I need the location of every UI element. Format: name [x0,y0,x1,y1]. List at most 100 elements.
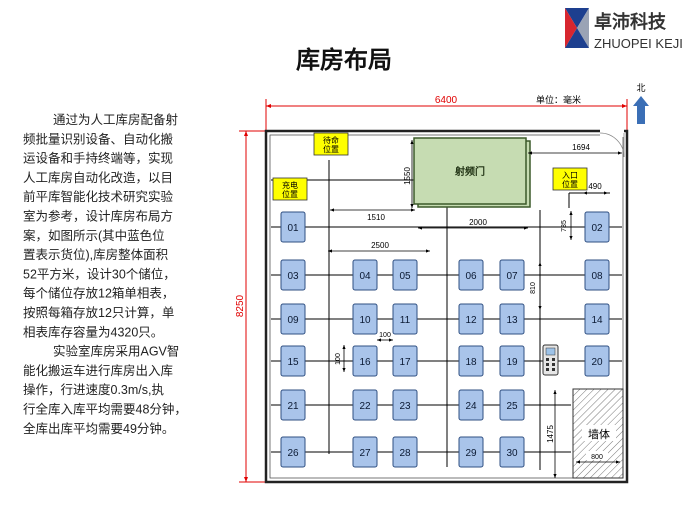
storage-slot-id: 15 [287,357,299,368]
logo-mark-top [565,8,589,28]
storage-slot-box [458,345,484,377]
door-gap [600,128,624,137]
storage-slot: 01 [280,211,306,243]
storage-slot-box [280,211,306,243]
storage-slot: 17 [392,345,418,377]
storage-slot: 02 [584,211,610,243]
storage-slot-box [584,211,610,243]
logo-mark-bottom [565,28,589,48]
storage-slot-box [499,303,525,335]
storage-slot-id: 02 [591,223,603,234]
body-line: 通过为人工库房配备射 [53,112,178,127]
body-line: 人工库房自动化改造，以目 [23,170,173,185]
storage-slot: 26 [280,436,306,468]
storage-slot-id: 06 [465,271,477,282]
dim-height-label: 8250 [235,294,246,317]
body-line: 案，如图所示(其中蓝色位 [23,228,165,243]
storage-slot-box [392,303,418,335]
dim-1694-label: 1694 [572,143,590,152]
storage-slot: 13 [499,303,525,335]
body-line: 52平方米，设计30个储位， [23,266,176,281]
storage-slot-box [458,303,484,335]
storage-slot: 30 [499,436,525,468]
waiting-area-label-2: 位置 [323,144,339,154]
storage-slot-box [280,259,306,291]
body-line: 实验室库房采用AGV智 [53,344,179,359]
body-line: 室为参考，设计库房布局方 [23,209,173,224]
storage-slot-box [392,389,418,421]
storage-slot: 24 [458,389,484,421]
page-title: 库房布局 [296,46,392,74]
body-line: 每个储位存放12箱单相表， [23,286,174,301]
wall-label: 墙体 [588,427,610,441]
storage-slot-id: 18 [465,357,477,368]
dim-735-label: 735 [561,220,568,232]
warehouse-outer-wall [264,129,629,484]
body-text: 通过为人工库房配备射频批量识别设备、自动化搬运设备和手持终端等，实现人工库房自动… [23,112,187,436]
storage-slot-box [392,436,418,468]
brand-name-cn: 卓沛科技 [594,11,667,32]
storage-slot-box [458,436,484,468]
storage-slot-box [280,389,306,421]
storage-slot-box [280,436,306,468]
storage-slot-box [392,259,418,291]
entrance-area-label-2: 位置 [562,179,578,189]
storage-slot-id: 19 [506,357,518,368]
body-line: 置表示货位),库房整体面积 [23,247,168,262]
storage-slot: 14 [584,303,610,335]
dim-100b-label: 100 [335,353,342,365]
logo-mark-left [565,8,577,48]
storage-slot-id: 04 [359,271,371,282]
storage-slot: 18 [458,345,484,377]
storage-slot-id: 23 [399,401,411,412]
storage-slot: 27 [352,436,378,468]
storage-slot-box [499,436,525,468]
storage-slot-id: 14 [591,315,603,326]
storage-slot-id: 28 [399,448,411,459]
rfid-door-label: 射频门 [454,165,485,178]
storage-slot: 05 [392,259,418,291]
dim-1475-label: 1475 [546,425,555,443]
company-logo: 卓沛科技 ZHUOPEI KEJI [565,8,683,51]
storage-slot-box [458,389,484,421]
dim-2000-label: 2000 [469,218,487,227]
storage-slot-box [392,345,418,377]
storage-slot-id: 10 [359,315,371,326]
charging-area [272,177,308,201]
north-arrow-icon [633,96,649,124]
entrance-area [552,167,588,191]
storage-slot: 11 [392,303,418,335]
dim-1550-label: 1550 [403,167,412,185]
storage-slot-box [352,303,378,335]
storage-slot: 20 [584,345,610,377]
logo-mark-right [577,8,589,48]
storage-slot-id: 09 [287,315,299,326]
storage-slot: 06 [458,259,484,291]
storage-slot-id: 25 [506,401,518,412]
storage-slot-id: 05 [399,271,411,282]
waiting-area [313,132,349,156]
storage-slot-id: 01 [287,223,299,234]
storage-slot-id: 20 [591,357,603,368]
waiting-area-label-1: 待命 [323,135,339,145]
storage-slot: 10 [352,303,378,335]
dim-490-label: 490 [588,182,602,191]
dim-800-label: 800 [591,454,603,461]
storage-slot: 22 [352,389,378,421]
storage-slot: 12 [458,303,484,335]
storage-slot: 21 [280,389,306,421]
storage-slot: 04 [352,259,378,291]
storage-slot-id: 21 [287,401,299,412]
storage-slot-box [352,389,378,421]
storage-slot: 07 [499,259,525,291]
dim-width-label: 6400 [435,95,458,106]
storage-slot-id: 16 [359,357,371,368]
storage-slot-box [352,436,378,468]
brand-name-en: ZHUOPEI KEJI [594,36,683,51]
dim-2500-label: 2500 [371,241,389,250]
dim-100a-label: 100 [379,332,391,339]
storage-slot-id: 07 [506,271,518,282]
storage-slot-id: 13 [506,315,518,326]
